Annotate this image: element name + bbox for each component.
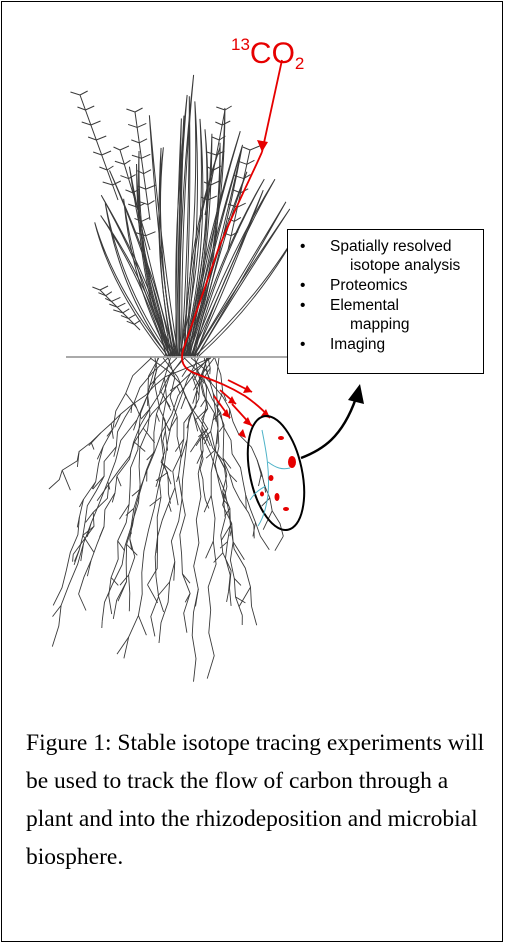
spikelet: [216, 106, 231, 110]
spikelet: [70, 91, 87, 95]
spikelet: [98, 292, 111, 296]
root-branch: [118, 541, 125, 551]
figure-caption: Figure 1: Stable isotope tracing experim…: [26, 724, 486, 876]
root-system: [49, 358, 283, 682]
spikelet: [135, 217, 150, 221]
root-branch: [91, 442, 94, 449]
spikelet: [207, 151, 225, 155]
co2-isotope-superscript: 13: [231, 35, 250, 54]
root-branch: [157, 414, 160, 422]
method-label-line-1: Proteomics: [330, 276, 477, 295]
root-strand: [73, 358, 211, 554]
bullet: •: [300, 237, 305, 256]
method-label-line-1: Elemental: [330, 296, 477, 315]
root-branch: [79, 594, 86, 611]
root-branch: [117, 476, 121, 486]
bullet: •: [300, 296, 305, 315]
spikelet: [109, 303, 125, 307]
method-label-line-2: isotope analysis: [330, 256, 477, 275]
root-branch: [115, 414, 121, 427]
root-branch: [182, 574, 190, 583]
spikelet: [82, 121, 101, 125]
spikelet: [243, 146, 260, 150]
root-strand: [192, 358, 206, 682]
root-branch: [73, 554, 74, 561]
root-strand: [129, 358, 158, 611]
spikelet: [138, 185, 156, 189]
method-item-imaging: • Imaging: [296, 335, 477, 354]
spikelet: [126, 108, 142, 112]
seed-heads: [70, 91, 259, 330]
method-item-proteomics: • Proteomics: [296, 276, 477, 295]
seed-head-stem: [120, 150, 150, 250]
root-branch: [181, 396, 186, 409]
root-branch: [159, 597, 164, 612]
spikelet: [238, 160, 254, 164]
method-label-line-1: Spatially resolved: [330, 237, 477, 256]
co2-label: 13CO2: [231, 28, 304, 81]
method-item-spatial-isotope: • Spatially resolved isotope analysis: [296, 237, 477, 275]
root-branch: [177, 386, 180, 393]
bullet: •: [300, 335, 305, 354]
bullet: •: [300, 276, 305, 295]
root-branch: [148, 585, 158, 603]
spikelet: [93, 151, 111, 155]
root-branch: [169, 504, 172, 512]
root-strand: [151, 358, 171, 636]
spikelet: [77, 106, 94, 110]
pointer-arrow: [301, 398, 356, 458]
root-branch: [227, 592, 229, 602]
spikelet: [121, 315, 136, 319]
root-branch: [175, 488, 178, 506]
root-branch: [62, 470, 70, 490]
root-branch: [138, 616, 146, 636]
spikelet: [139, 201, 154, 205]
root-branch: [234, 579, 241, 586]
pointer-arrowhead: [348, 384, 364, 404]
method-item-elemental-mapping: • Elemental mapping: [296, 296, 477, 334]
root-branch: [262, 498, 270, 506]
root-branch: [158, 582, 170, 596]
root-branch: [134, 402, 141, 418]
root-branch: [275, 536, 283, 551]
root-branch: [239, 587, 251, 607]
co2-subscript: 2: [295, 54, 304, 73]
spikelet: [88, 136, 106, 140]
seed-head-stem: [80, 95, 118, 200]
method-label-line-2: mapping: [330, 315, 477, 334]
root-branch: [259, 473, 262, 486]
spikelet: [92, 286, 108, 290]
co2-formula: CO: [250, 37, 295, 70]
root-strand: [207, 358, 219, 679]
spikelet: [115, 160, 131, 164]
spikelet: [113, 146, 128, 150]
root-strand: [195, 358, 243, 615]
root-strand: [79, 358, 185, 594]
spikelet: [127, 320, 141, 324]
root-branch: [83, 535, 94, 552]
method-label-line-1: Imaging: [330, 335, 477, 354]
root-branch: [187, 410, 193, 429]
root-strand: [102, 358, 208, 621]
root-branch: [201, 398, 207, 407]
root-branch: [206, 541, 214, 558]
analysis-methods-box: • Spatially resolved isotope analysis • …: [287, 229, 484, 374]
root-branch: [120, 575, 129, 585]
analysis-methods-list: • Spatially resolved isotope analysis • …: [296, 237, 477, 354]
